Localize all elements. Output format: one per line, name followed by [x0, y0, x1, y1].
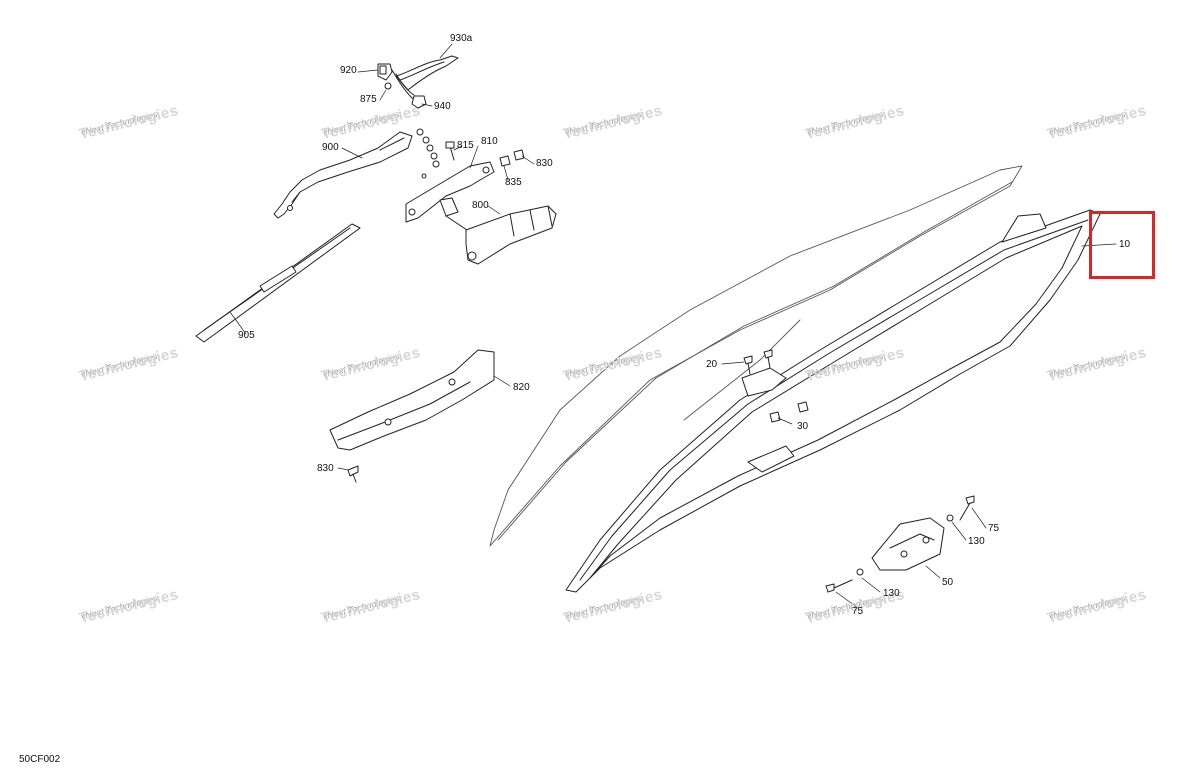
part-875-washer[interactable] — [384, 82, 392, 90]
part-label-905[interactable]: 905 — [238, 330, 255, 341]
part-835-bushing[interactable] — [499, 155, 511, 167]
part-label-50[interactable]: 50 — [942, 577, 954, 588]
part-810-bracket[interactable] — [405, 161, 495, 223]
part-130-washer-lower[interactable] — [856, 568, 864, 576]
part-label-820[interactable]: 820 — [513, 382, 530, 393]
part-label-940[interactable]: 940 — [434, 101, 451, 112]
part-label-900[interactable]: 900 — [322, 142, 339, 153]
part-label-75-lower[interactable]: 75 — [852, 606, 864, 617]
part-830-screw-lower[interactable] — [347, 465, 359, 483]
part-905-wiper-blade[interactable] — [195, 223, 361, 343]
part-75-bolt-upper[interactable] — [959, 495, 975, 521]
part-75-bolt-lower[interactable] — [825, 579, 853, 593]
part-label-20[interactable]: 20 — [706, 359, 718, 370]
part-30-nuts[interactable] — [769, 401, 809, 423]
diagram-code: 50CF002 — [19, 754, 61, 765]
part-930a-lever[interactable] — [395, 55, 459, 91]
part-label-830-lower[interactable]: 830 — [317, 463, 334, 474]
part-800-wiper-motor[interactable] — [439, 197, 557, 265]
part-label-30[interactable]: 30 — [797, 421, 809, 432]
part-10-windshield-glass[interactable] — [489, 165, 1023, 547]
leader-lines — [229, 43, 1117, 609]
part-label-800[interactable]: 800 — [472, 200, 489, 211]
part-label-815[interactable]: 815 — [457, 140, 474, 151]
part-label-10[interactable]: 10 — [1119, 239, 1131, 250]
part-130-washer-upper[interactable] — [946, 514, 954, 522]
part-920-connector[interactable] — [377, 63, 419, 101]
part-820-cover[interactable] — [329, 349, 495, 451]
part-label-130-upper[interactable]: 130 — [968, 536, 985, 547]
part-label-930a[interactable]: 930a — [450, 33, 473, 44]
part-830-nut-upper[interactable] — [513, 149, 525, 161]
part-label-75-upper[interactable]: 75 — [988, 523, 1000, 534]
part-label-810[interactable]: 810 — [481, 136, 498, 147]
part-50-hinge[interactable] — [871, 517, 945, 571]
part-900-wiper-arm[interactable] — [273, 131, 413, 219]
part-label-835[interactable]: 835 — [505, 177, 522, 188]
part-20-screws[interactable] — [743, 349, 773, 375]
part-fasteners-cluster[interactable] — [416, 128, 455, 179]
part-label-130-lower[interactable]: 130 — [883, 588, 900, 599]
part-label-875[interactable]: 875 — [360, 94, 377, 105]
part-label-830-upper[interactable]: 830 — [536, 158, 553, 169]
part-label-920[interactable]: 920 — [340, 65, 357, 76]
part-940-nut[interactable] — [411, 95, 427, 109]
highlight-box-part-10 — [1089, 211, 1155, 279]
part-10-windshield-frame[interactable] — [565, 209, 1101, 593]
